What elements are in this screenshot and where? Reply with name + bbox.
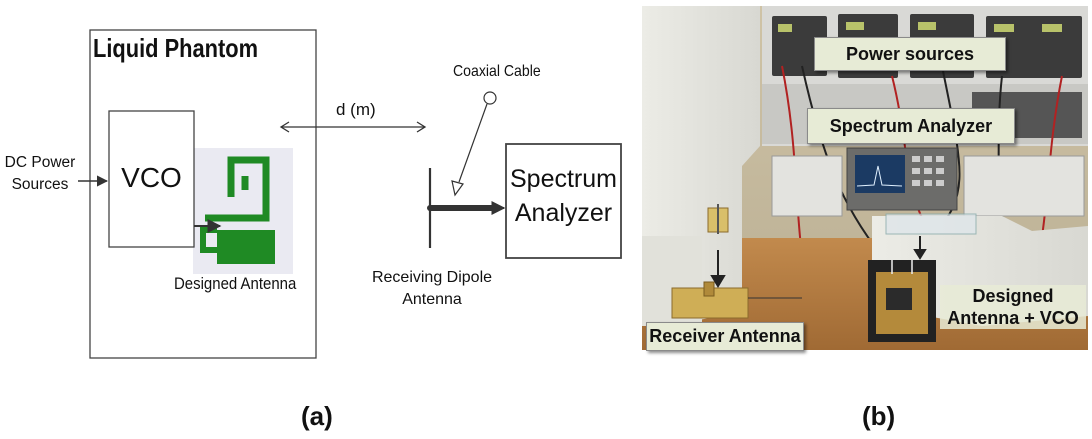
designed-antenna-label: Designed Antenna [174, 274, 297, 293]
coax-pointer-line [458, 103, 488, 183]
dc-power-line1: DC Power [4, 154, 76, 171]
spectrum-analyzer-photo-label: Spectrum Analyzer [807, 108, 1015, 144]
spectrum-line1: Spectrum [510, 165, 617, 193]
coax-pointer-circle [483, 91, 497, 105]
designed-antenna-vco-label: Designed Antenna + VCO [940, 285, 1086, 329]
dc-power-label: DC Power Sources [4, 152, 76, 196]
dc-power-line2: Sources [11, 176, 69, 193]
coaxial-cable-label: Coaxial Cable [453, 63, 541, 80]
distance-label: d (m) [336, 100, 376, 119]
power-sources-label: Power sources [814, 37, 1006, 71]
designed-line2: Antenna + VCO [947, 308, 1079, 328]
vco-label: VCO [121, 162, 182, 193]
receiver-antenna-text: Receiver Antenna [649, 326, 801, 346]
antenna-patch [217, 230, 275, 264]
spectrum-analyzer-photo-text: Spectrum Analyzer [829, 116, 993, 136]
vco-box [108, 110, 195, 248]
receiving-line2: Antenna [402, 291, 462, 308]
distance-arrow [279, 121, 427, 133]
receiver-antenna-label: Receiver Antenna [646, 322, 804, 351]
phantom-title: Liquid Phantom [93, 33, 258, 63]
panel-b-label: (b) [862, 401, 896, 431]
coax-pointer-head [451, 180, 464, 197]
spectrum-analyzer-label: Spectrum Analyzer [506, 162, 621, 230]
designed-line1: Designed [972, 286, 1054, 306]
receiving-line1: Receiving Dipole [371, 269, 493, 286]
receiving-dipole-label: Receiving Dipole Antenna [366, 267, 498, 311]
setup-diagram [78, 29, 622, 359]
panel-a-label: (a) [301, 401, 333, 431]
designed-antenna-icon [205, 156, 270, 222]
spectrum-line2: Analyzer [514, 199, 613, 227]
spectrum-analyzer-box [505, 143, 622, 259]
power-sources-text: Power sources [845, 44, 975, 64]
